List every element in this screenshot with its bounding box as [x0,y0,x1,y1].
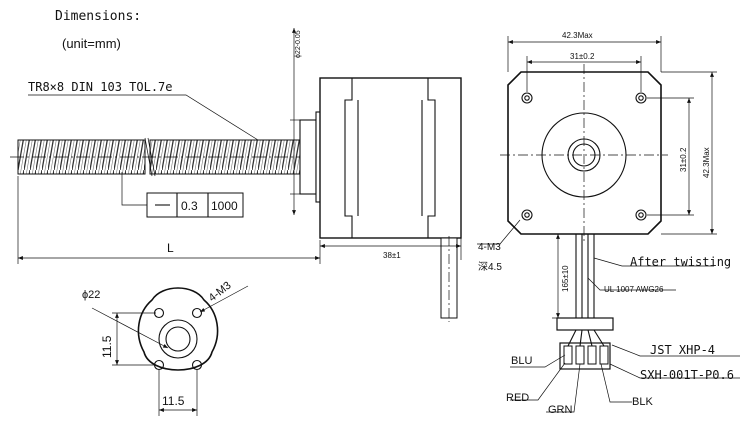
hole-spacing-h-dimension [526,56,642,92]
nut-vertical-label: 11.5 [100,335,114,358]
nut-diameter-leader [91,307,169,349]
length-label: L [167,241,174,255]
overall-width-label: 42.3Max [562,31,593,40]
wire-spec-leader [587,277,676,291]
hole-spacing-v-label: 31±0.2 [679,147,688,172]
body-length-label: 38±1 [383,251,401,260]
hole-spacing-h-label: 31±0.2 [570,52,595,61]
nut-horizontal-label: 11.5 [162,394,185,408]
terminal-label: SXH-001T-P0.6 [640,368,734,382]
connector-leader [611,344,740,357]
unit-note: (unit=mm) [62,36,121,51]
nut-thread-label: 4-M3 [206,279,233,304]
runout-callout [121,172,244,218]
twist-note: After twisting [630,255,731,269]
overall-height-label: 42.3Max [702,147,711,178]
connector [556,317,614,370]
flange-nut [137,287,219,371]
motor-front-view [500,64,668,242]
nut-thread-leader [199,285,249,313]
runout-value: 0.3 [181,199,198,213]
cable-length-label: 165±10 [561,265,570,292]
terminal-leader [609,363,740,379]
hole-spacing-v-dimension [647,97,694,216]
nut-vertical-dimension [112,312,156,366]
thread-spec-leader [28,94,259,141]
body-length-dimension [320,238,462,260]
mount-holes [521,92,647,221]
wire-label-blk: BLK [632,396,653,408]
wire-spec-label: UL 1007 AWG26 [604,285,664,294]
nut-diameter-label: ϕ22 [82,289,100,301]
page-title: Dimensions: [55,9,141,24]
length-dimension [17,176,321,264]
wire-label-red: RED [506,392,529,404]
boss-diameter-dimension [290,28,300,215]
runout-length: 1000 [211,199,238,213]
connector-label: JST XHP-4 [650,343,715,357]
thread-spec-label: TR8×8 DIN 103 TOL.7e [28,80,173,94]
wire-label-grn: GRN [548,404,573,416]
cable-bundle [575,234,595,318]
wire-blu-leader [510,354,566,368]
overall-width-dimension [507,36,662,72]
lead-screw [10,137,312,177]
boss-diameter-label: ϕ22-0.05 [295,30,302,58]
wire-label-blu: BLU [511,355,532,367]
nut-horizontal-dimension [158,369,198,416]
thread-depth-label: 深4.5 [478,261,502,273]
wire-red-leader [510,362,566,401]
motor-side-view [299,77,462,322]
mount-thread-label: 4-M3 [478,242,501,253]
twist-leader [593,257,714,267]
wire-blk-leader [600,363,632,403]
overall-height-dimension [661,71,717,235]
wire-grn-leader [546,363,581,413]
mount-thread-leader [477,219,521,245]
